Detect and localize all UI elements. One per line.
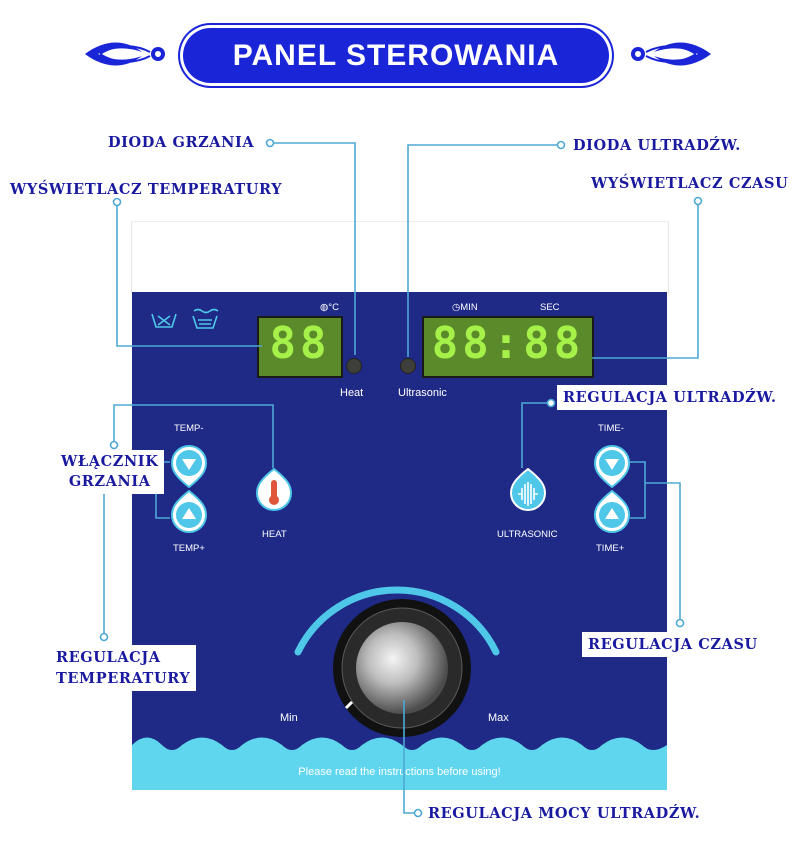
time-display: 88:88 — [422, 316, 594, 378]
ultrasonic-led-label: Ultrasonic — [398, 387, 447, 399]
callout-heat-switch-line2: GRZANIA — [68, 473, 151, 490]
temp-plus-label: TEMP+ — [173, 543, 205, 554]
temp-minus-label: TEMP- — [174, 423, 204, 434]
temp-down-button[interactable] — [170, 444, 208, 488]
power-arc — [294, 586, 500, 656]
callout-temp-control-line2: TEMPERATURY — [56, 670, 191, 687]
knob-max-label: Max — [488, 712, 509, 724]
footer-notice: Please read the instructions before usin… — [298, 766, 501, 778]
temp-up-button[interactable] — [170, 490, 208, 534]
temperature-digits: 88 — [269, 318, 331, 369]
callout-heat-switch-line1: WŁĄCZNIK — [61, 453, 159, 470]
heat-led — [346, 358, 362, 374]
wash-basin-icon — [192, 308, 219, 329]
callout-power-control: REGULACJA MOCY ULTRADŹW. — [428, 805, 701, 822]
callout-heat-led: DIODA GRZANIA — [108, 134, 255, 151]
right-ornament — [631, 42, 711, 66]
heat-button-label: HEAT — [262, 529, 287, 540]
callout-temp-control-line1: REGULACJA — [56, 649, 161, 666]
sec-label: SEC — [540, 302, 560, 313]
ultrasonic-led — [400, 358, 416, 374]
temp-unit-label: ◍°C — [320, 302, 339, 313]
wash-temp-icon — [151, 313, 177, 328]
heat-led-label: Heat — [340, 387, 364, 399]
ultrasonic-button-label: ULTRASONIC — [497, 529, 558, 540]
heat-button[interactable] — [254, 468, 294, 512]
min-label-text: MIN — [460, 302, 478, 313]
device-housing — [131, 221, 669, 294]
clock-icon: ◷ — [452, 302, 461, 313]
callout-ultrasonic-control: REGULACJA ULTRADŹW. — [557, 385, 783, 410]
left-ornament — [85, 42, 165, 66]
callout-heat-switch: WŁĄCZNIK GRZANIA — [55, 450, 165, 494]
callout-temp-display: WYŚWIETLACZ TEMPERATURY — [10, 181, 283, 198]
page-title: PANEL STEROWANIA — [232, 38, 560, 72]
arrow-down-icon — [605, 459, 619, 470]
arrow-up-icon — [182, 508, 196, 519]
title-banner: PANEL STEROWANIA — [183, 28, 609, 83]
power-knob[interactable] — [332, 598, 472, 738]
sound-wave-icon — [518, 482, 538, 506]
min-label: ◷MIN — [452, 302, 478, 313]
arrow-up-icon — [605, 508, 619, 519]
time-digits: 88:88 — [431, 318, 585, 369]
ultrasonic-button[interactable] — [508, 468, 548, 512]
control-panel: ◍°C ◷MIN SEC 88 88:88 Heat Ultrasonic TE… — [132, 292, 667, 790]
callout-time-display: WYŚWIETLACZ CZASU — [591, 175, 789, 192]
time-up-button[interactable] — [593, 490, 631, 534]
time-minus-label: TIME- — [598, 423, 624, 434]
time-down-button[interactable] — [593, 444, 631, 488]
footer-wave — [132, 737, 667, 790]
thermometer-icon — [269, 480, 279, 505]
callout-ultrasonic-led: DIODA ULTRADŹW. — [573, 137, 741, 154]
temperature-display: 88 — [257, 316, 343, 378]
callout-time-control: REGULACJA CZASU — [582, 632, 764, 657]
callout-temp-control: REGULACJA TEMPERATURY — [50, 645, 197, 691]
temp-unit-text: °C — [328, 302, 339, 313]
arrow-down-icon — [182, 459, 196, 470]
knob-min-label: Min — [280, 712, 298, 724]
thermo-small-icon: ◍ — [320, 302, 329, 313]
time-plus-label: TIME+ — [596, 543, 625, 554]
